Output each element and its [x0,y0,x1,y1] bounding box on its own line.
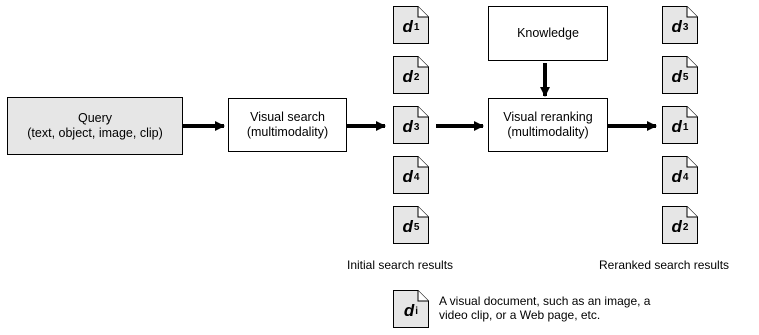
document-icon [393,156,429,194]
document-letter: d [402,217,413,236]
document-icon [662,206,698,244]
legend-description: A visual document, such as an image, a v… [439,294,650,322]
document-icon [393,206,429,244]
document-subscript: 2 [682,221,689,233]
visual-reranking-box: Visual reranking (multimodality) [488,98,608,152]
document-letter: d [402,17,413,36]
document-letter: d [671,17,682,36]
document-letter: d [402,167,413,186]
knowledge-box: Knowledge [488,6,608,61]
document-icon [393,56,429,94]
visual-search-box: Visual search (multimodality) [228,98,347,152]
legend-line-2: video clip, or a Web page, etc. [439,308,601,322]
document-letter: d [671,217,682,236]
visual-reranking-title: Visual reranking [503,110,593,124]
document-icon [393,106,429,144]
document-subscript: 5 [413,221,420,233]
query-subtitle: (text, object, image, clip) [27,126,163,140]
visual-reranking-subtitle: (multimodality) [507,125,589,139]
document-subscript: 5 [682,71,689,83]
visual-search-subtitle: (multimodality) [246,125,329,139]
document-subscript: 4 [413,171,420,183]
document-letter: d [402,117,413,136]
document-letter: d [671,117,682,136]
document-subscript: 1 [413,21,420,33]
document-subscript: 3 [413,121,420,133]
document-subscript: 3 [682,21,689,33]
visual-search-title: Visual search [250,110,325,124]
document-icon [393,290,429,328]
document-icon [393,6,429,44]
document-icon [662,6,698,44]
knowledge-label: Knowledge [517,26,579,40]
document-subscript: 4 [682,171,689,183]
document-letter: d [402,67,413,86]
document-subscript: i [415,305,419,317]
document-subscript: 2 [413,71,420,83]
document-icon [662,106,698,144]
reranked-results-caption: Reranked search results [599,258,730,272]
query-title: Query [77,111,113,125]
query-box: Query (text, object, image, clip) [7,97,183,155]
document-icon [662,56,698,94]
initial-results-caption: Initial search results [347,258,454,272]
document-letter: d [403,301,415,320]
document-icon [662,156,698,194]
document-letter: d [671,67,682,86]
document-subscript: 1 [682,121,689,133]
legend-line-1: A visual document, such as an image, a [439,294,651,308]
document-letter: d [671,167,682,186]
